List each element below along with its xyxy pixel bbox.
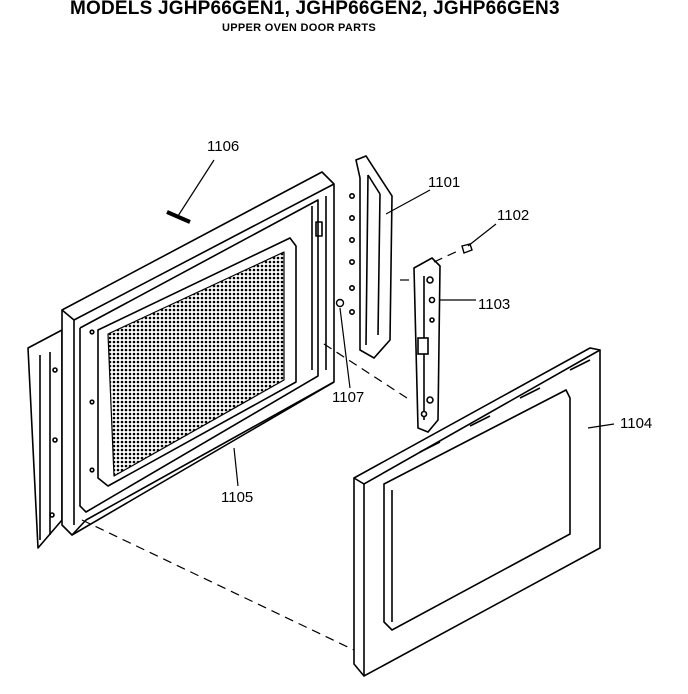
part-label-1101: 1101 <box>428 174 460 191</box>
outer-glass-door <box>353 347 615 678</box>
door-handle <box>348 155 431 360</box>
screw-1102 <box>461 223 497 254</box>
part-label-1102: 1102 <box>497 207 529 224</box>
part-label-1103: 1103 <box>478 296 510 313</box>
leader-1105 <box>233 447 239 487</box>
models-title: MODELS JGHP66GEN1, JGHP66GEN2, JGHP66GEN… <box>70 0 560 19</box>
spacer-1107 <box>335 298 351 389</box>
mesh-window <box>107 251 285 477</box>
part-label-1104: 1104 <box>620 415 652 432</box>
part-label-1107: 1107 <box>332 389 364 406</box>
part-label-1105: 1105 <box>221 489 253 506</box>
hinge-bracket <box>413 257 476 433</box>
glass-window <box>383 388 571 631</box>
diagram-header: MODELS JGHP66GEN1, JGHP66GEN2, JGHP66GEN… <box>0 0 688 40</box>
window-recess <box>97 237 297 487</box>
screw-1106 <box>166 159 215 224</box>
assembly-guide-lines <box>81 249 461 651</box>
section-subtitle: UPPER OVEN DOOR PARTS <box>222 22 377 34</box>
inner-door-panel <box>27 171 335 549</box>
part-label-1106: 1106 <box>207 138 239 155</box>
